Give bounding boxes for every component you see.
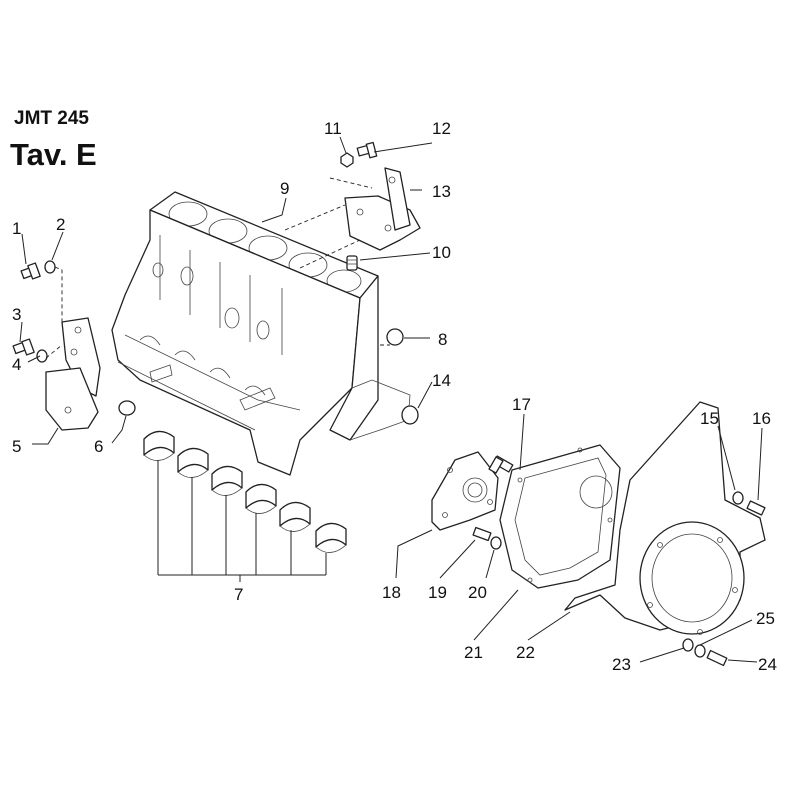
callout-15: 15 — [700, 409, 719, 428]
washer-23 — [682, 638, 694, 652]
washer-15 — [732, 491, 744, 505]
leader-lines — [19, 136, 763, 663]
bolt-3 — [12, 338, 35, 356]
callout-23: 23 — [612, 655, 631, 674]
top-bracket — [344, 167, 421, 251]
callout-20: 20 — [468, 583, 487, 602]
callout-6: 6 — [94, 437, 103, 456]
bolt-1 — [20, 262, 41, 280]
callout-17: 17 — [512, 395, 531, 414]
plug-14 — [401, 405, 419, 425]
callout-11: 11 — [324, 119, 342, 138]
callout-2: 2 — [56, 215, 65, 234]
callout-4: 4 — [12, 355, 21, 374]
callout-9: 9 — [280, 179, 289, 198]
bolt-24 — [706, 649, 728, 667]
table-title: Tav. E — [10, 137, 97, 172]
callout-24: 24 — [758, 655, 777, 674]
adapter-plate — [499, 444, 621, 589]
callout-16: 16 — [752, 409, 771, 428]
bolt-16 — [746, 500, 766, 516]
washer-4 — [36, 349, 48, 363]
callout-12: 12 — [432, 119, 451, 138]
nut-11 — [340, 152, 354, 168]
rear-seal-cover — [431, 451, 499, 531]
bell-housing — [564, 401, 766, 635]
callout-8: 8 — [438, 330, 447, 349]
washer-25 — [694, 644, 706, 658]
main-bearing-shells — [143, 430, 347, 553]
callout-25: 25 — [756, 609, 775, 628]
callout-3: 3 — [12, 305, 21, 324]
left-bracket — [45, 317, 101, 431]
bolt-19 — [472, 526, 492, 542]
callout-19: 19 — [428, 583, 447, 602]
callout-1: 1 — [12, 219, 21, 238]
callout-18: 18 — [382, 583, 401, 602]
callout-5: 5 — [12, 437, 21, 456]
washer-2 — [44, 260, 56, 274]
callout-7: 7 — [234, 585, 243, 604]
plug-6 — [118, 400, 136, 416]
callout-22: 22 — [516, 643, 535, 662]
callout-14: 14 — [432, 371, 451, 390]
engine-block — [111, 191, 411, 476]
callout-13: 13 — [432, 182, 451, 201]
model-title: JMT 245 — [14, 108, 89, 129]
plug-8 — [386, 328, 404, 346]
bolt-17 — [488, 455, 514, 474]
stud-10 — [346, 255, 358, 271]
washer-20 — [490, 536, 502, 550]
bolt-12 — [356, 141, 378, 159]
callout-10: 10 — [432, 243, 451, 262]
callout-numbers: 1 2 3 4 5 6 7 8 9 10 11 12 13 14 15 16 1… — [12, 119, 777, 674]
callout-21: 21 — [464, 643, 483, 662]
